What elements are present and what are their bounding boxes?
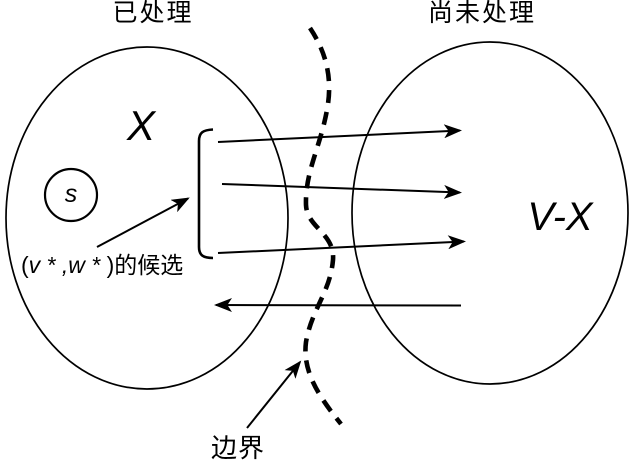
candidate-caption-pair: v * ,w * bbox=[28, 252, 107, 278]
candidate-caption-close: )的候选 bbox=[106, 252, 184, 278]
processed-region-title: 已处理 bbox=[112, 0, 194, 27]
boundary-caption: 边界 bbox=[210, 433, 266, 463]
crossing-edge-arrow-3 bbox=[217, 235, 466, 254]
unprocessed-set-label: V-X bbox=[527, 195, 593, 239]
return-edge-arrow bbox=[214, 298, 462, 313]
candidate-caption-open: ( bbox=[21, 252, 29, 278]
crossing-edge-arrow-1 bbox=[217, 124, 462, 143]
crossing-edge-arrow-2 bbox=[221, 183, 462, 199]
boundary-dashed-curve bbox=[303, 26, 343, 426]
start-node-circle bbox=[43, 167, 99, 223]
start-node-label: s bbox=[64, 179, 78, 208]
processed-set-label: X bbox=[126, 102, 156, 149]
candidate-bracket bbox=[197, 128, 214, 260]
processed-set-ellipse bbox=[5, 46, 289, 390]
boundary-pointer-arrow bbox=[246, 360, 302, 429]
unprocessed-region-title: 尚未处理 bbox=[427, 0, 537, 27]
unprocessed-set-ellipse bbox=[351, 41, 629, 385]
candidate-caption: (v * ,w * )的候选 bbox=[21, 253, 183, 277]
candidate-pointer-arrow bbox=[96, 197, 190, 248]
